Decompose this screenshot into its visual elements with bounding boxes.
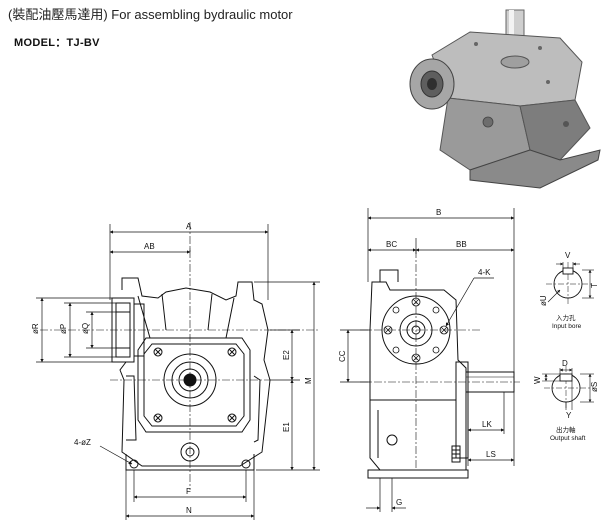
- dim-s-label: øS: [590, 382, 599, 392]
- dim-w-label: W: [533, 376, 542, 384]
- dim-p-label: øP: [59, 324, 68, 334]
- dim-q-label: øQ: [81, 323, 90, 334]
- gear-reducer-photo: [409, 9, 601, 189]
- dim-v-label: V: [565, 251, 571, 260]
- input-bore-detail: [546, 262, 592, 306]
- side-view-drawing: [360, 250, 520, 479]
- dim-az-label: 4-øZ: [74, 438, 91, 447]
- dim-y-label: Y: [566, 411, 572, 420]
- dim-d-label: D: [562, 359, 568, 368]
- dim-lk-label: LK: [482, 420, 492, 429]
- input-bore-caption-en: Input bore: [552, 323, 582, 330]
- dim-ls-label: LS: [486, 450, 496, 459]
- page-title: (裝配油壓馬達用) For assembling bydraulic motor: [8, 7, 293, 22]
- dim-bb-label: BB: [456, 240, 467, 249]
- dim-t-label: T: [590, 283, 599, 288]
- dim-n-label: N: [186, 506, 192, 515]
- dim-a-label: A: [186, 222, 192, 231]
- dim-g-label: G: [396, 498, 402, 507]
- dim-bc-label: BC: [386, 240, 397, 249]
- front-view-drawing: [40, 222, 320, 490]
- dim-k-label: 4-K: [478, 268, 491, 277]
- dim-cc-label: CC: [338, 350, 347, 362]
- dim-r-label: øR: [31, 323, 40, 334]
- output-shaft-caption-en: Output shaft: [550, 435, 586, 442]
- dim-f-label: F: [186, 487, 191, 496]
- output-shaft-detail: [544, 366, 594, 410]
- dim-e1-label: E1: [282, 422, 291, 432]
- dim-u-label: øU: [539, 295, 548, 306]
- dim-m-label: M: [304, 377, 313, 384]
- dim-e2-label: E2: [282, 350, 291, 360]
- input-bore-caption-cn: 入力孔: [556, 313, 576, 322]
- output-shaft-caption-cn: 出力軸: [556, 425, 576, 434]
- dim-b-label: B: [436, 208, 441, 217]
- model-label: MODEL：TJ-BV: [14, 37, 100, 49]
- dim-ab-label: AB: [144, 242, 155, 251]
